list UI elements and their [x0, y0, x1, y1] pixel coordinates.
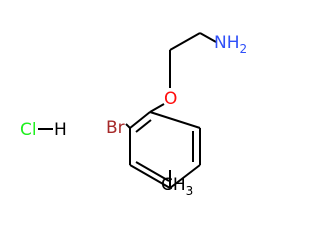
ring-double-bond-c1-c2 [135, 119, 152, 133]
bond-n-ch2 [199, 32, 217, 43]
salt-chlorine-label: Cl [20, 120, 37, 140]
ring-bond-c1-c2 [129, 111, 151, 129]
ring-double-bond-c3-c4 [135, 161, 170, 182]
ether-oxygen-label: O [164, 89, 177, 109]
salt-hydrogen-label: H [54, 120, 67, 140]
amine-label: NH2 [214, 33, 247, 56]
bond-o-ring [149, 103, 165, 113]
ring-bond-c4-c5 [169, 164, 201, 189]
bond-ch2-ch2 [169, 32, 201, 51]
molecule-structure-diagram: NH2 O Br CH3 Cl H [20, 32, 247, 198]
bromine-label: Br [106, 118, 125, 138]
bond-ring-br [125, 123, 131, 129]
methyl-label: CH3 [161, 175, 193, 198]
ring-bond-c6-c1 [149, 111, 201, 129]
ring-bond-c3-c4 [129, 164, 171, 189]
